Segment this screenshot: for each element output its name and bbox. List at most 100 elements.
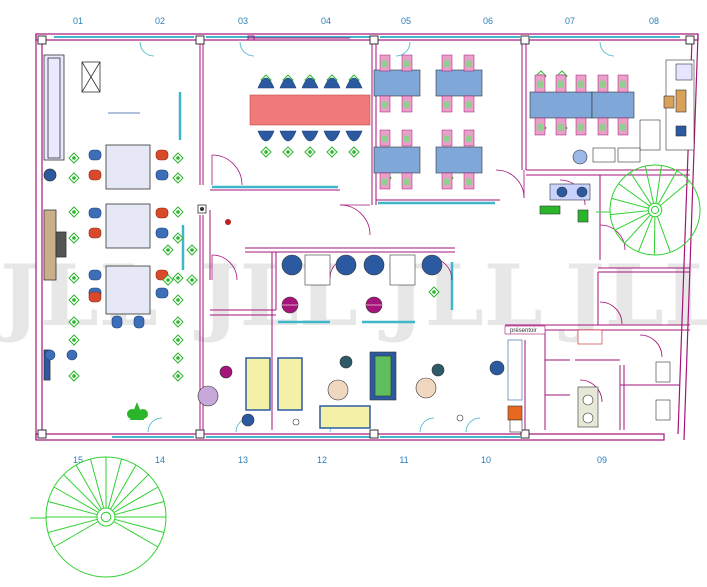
meeting-chair-icon <box>279 77 297 89</box>
structural-columns <box>37 35 695 439</box>
stair-step <box>113 486 159 513</box>
plant-dot <box>72 320 76 324</box>
stair-step <box>63 474 100 511</box>
phone-booths <box>281 254 443 314</box>
plant-sculpture <box>127 402 148 420</box>
desk-chair-seat <box>578 80 584 88</box>
stair-step <box>53 521 99 548</box>
stair-step <box>47 518 98 534</box>
bay-label: 06 <box>483 16 493 26</box>
stair-step <box>637 216 653 253</box>
stair-step <box>624 214 651 244</box>
plant-dot <box>286 150 290 154</box>
meeting-chair-icon <box>301 130 319 142</box>
lounge-area <box>197 351 464 429</box>
plant-dot <box>176 156 180 160</box>
left-storage-cabinets <box>43 54 140 381</box>
meeting-chair-icon <box>279 130 297 142</box>
plant-dot <box>176 276 180 280</box>
desk-chair-seat <box>537 123 543 131</box>
plant-dot <box>72 338 76 342</box>
stair-step <box>89 458 105 509</box>
desk-chair-seat <box>404 178 410 185</box>
bay-label: 11 <box>399 455 408 465</box>
bay-label: 08 <box>649 16 659 26</box>
bay-label: 10 <box>481 455 491 465</box>
meeting-chair-icon <box>323 77 341 89</box>
stair-step <box>614 212 650 231</box>
desk-chair-seat <box>444 60 450 67</box>
plant-dot <box>166 248 170 252</box>
stair-step <box>629 172 652 205</box>
stair-step <box>107 458 123 509</box>
desk-chair-seat <box>382 60 388 67</box>
desk-chair-seat <box>537 80 543 88</box>
meeting-chair-icon <box>257 130 275 142</box>
bay-label: 03 <box>238 16 248 26</box>
left-workstation-cluster <box>44 144 169 361</box>
bay-label: 12 <box>317 455 327 465</box>
stair-step <box>656 216 671 253</box>
meeting-room-table <box>247 35 371 126</box>
door-swings <box>211 154 663 403</box>
plant-dot <box>72 210 76 214</box>
stair-core-inner <box>650 205 660 215</box>
bay-label: 01 <box>73 16 83 26</box>
plant-dot <box>190 248 194 252</box>
desk-chair-seat <box>404 60 410 67</box>
bay-label: 15 <box>73 455 83 465</box>
desk-chair-seat <box>620 123 626 131</box>
plant-dot <box>72 374 76 378</box>
desk-chair-seat <box>620 80 626 88</box>
desk-chair-seat <box>382 178 388 185</box>
stair-step <box>653 216 656 256</box>
desk-chairs <box>379 54 629 190</box>
bay-label: 05 <box>401 16 411 26</box>
stair-step <box>112 474 149 511</box>
watermark-logo: JLL JLL JLL JLL <box>0 246 707 345</box>
plant-dot <box>176 210 180 214</box>
desk-chair-seat <box>600 123 606 131</box>
stair-step <box>110 464 137 510</box>
meeting-chair-icon <box>323 130 341 142</box>
bay-label: 13 <box>238 455 248 465</box>
desk-chair-seat <box>404 135 410 142</box>
plant-dot <box>432 290 436 294</box>
desk-chair-seat <box>444 135 450 142</box>
desk-chair-seat <box>444 101 450 108</box>
plant-dot <box>308 150 312 154</box>
meeting-chair-icon <box>257 77 275 89</box>
bay-label: 04 <box>321 16 331 26</box>
meeting-chairs <box>257 77 363 142</box>
bay-label: 07 <box>565 16 575 26</box>
kitchen-equipment <box>539 59 695 223</box>
desk-chair-seat <box>600 80 606 88</box>
plant-dot <box>72 156 76 160</box>
desk-chair-seat <box>466 60 472 67</box>
stair-step <box>610 210 649 216</box>
bay-label: 02 <box>155 16 165 26</box>
facade-windows <box>54 36 680 438</box>
stair-step <box>114 500 165 516</box>
plant-dot <box>176 298 180 302</box>
plant-dot <box>176 320 180 324</box>
plant-dot <box>176 236 180 240</box>
stair-step <box>618 183 650 207</box>
plant-dot <box>176 374 180 378</box>
stair-step <box>47 500 98 516</box>
presentoir-label: présentoir <box>510 328 537 334</box>
stair-core <box>647 202 663 218</box>
stair-step <box>611 197 649 209</box>
stair-step <box>657 170 678 205</box>
desk-chair-seat <box>466 101 472 108</box>
stair-core-inner <box>100 511 112 523</box>
plant-dot <box>72 236 76 240</box>
stair-outline <box>609 164 701 256</box>
plant-dot <box>72 176 76 180</box>
stair-step <box>655 165 663 204</box>
desk-chair-seat <box>382 101 388 108</box>
stair-step <box>75 464 102 510</box>
stair-step <box>114 518 165 534</box>
stair-step <box>644 165 655 204</box>
